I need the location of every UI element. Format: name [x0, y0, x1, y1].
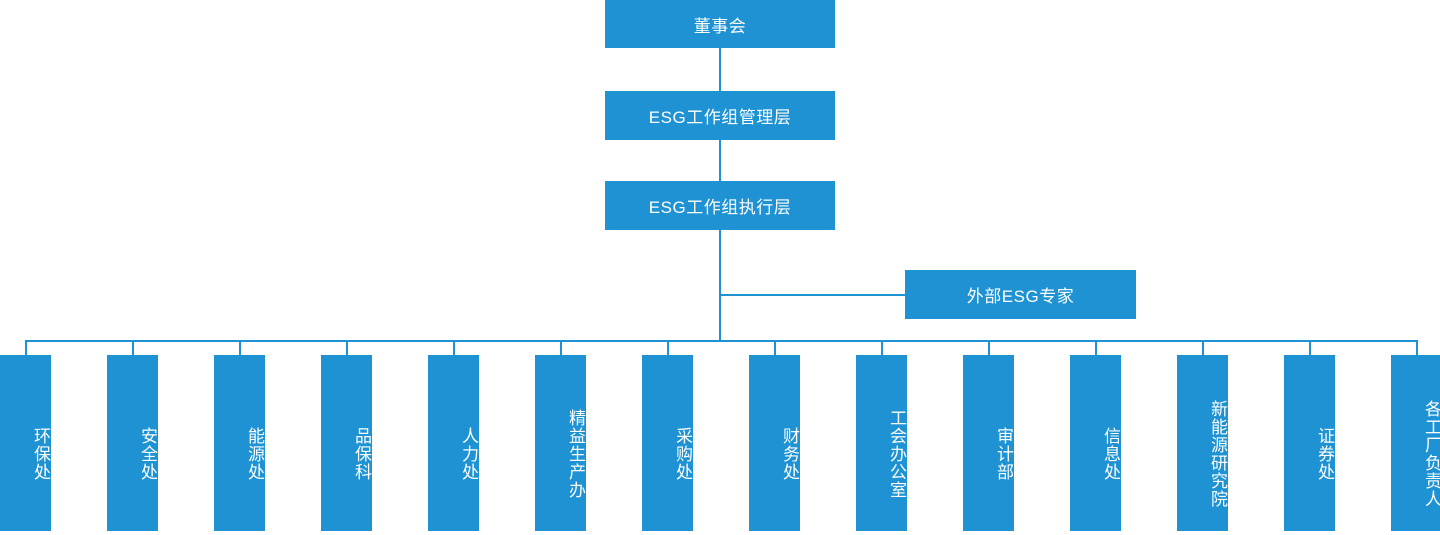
connector-stem-dept-3: [239, 340, 241, 355]
connector-stem-dept-11: [1095, 340, 1097, 355]
node-department-label: 精益生产办: [566, 409, 585, 499]
node-department-label: 各工厂负责人: [1422, 400, 1440, 508]
node-department-label: 证券处: [1315, 427, 1334, 481]
connector-stem-dept-6: [560, 340, 562, 355]
node-department-label: 安全处: [138, 427, 157, 481]
node-board-label: 董事会: [693, 16, 747, 36]
connector-stem-dept-2: [132, 340, 134, 355]
connector-stem-dept-13: [1309, 340, 1311, 355]
node-department-labor-union-office[interactable]: 工会办公室: [856, 355, 907, 531]
node-department-label: 品保科: [352, 427, 371, 481]
node-department-label: 采购处: [673, 427, 692, 481]
node-department-label: 人力处: [459, 427, 478, 481]
node-department-label: 新能源研究院: [1208, 400, 1227, 508]
connector-execution-trunk: [719, 230, 721, 341]
connector-board-to-management: [719, 48, 721, 91]
connector-stem-dept-10: [988, 340, 990, 355]
connector-stem-dept-14: [1416, 340, 1418, 355]
node-department-information[interactable]: 信息处: [1070, 355, 1121, 531]
node-department-label: 工会办公室: [887, 409, 906, 499]
node-department-finance[interactable]: 财务处: [749, 355, 800, 531]
node-esg-management-layer[interactable]: ESG工作组管理层: [605, 91, 835, 140]
connector-management-to-execution: [719, 140, 721, 181]
node-department-label: 环保处: [31, 427, 50, 481]
node-esg-management-label: ESG工作组管理层: [648, 108, 792, 127]
node-department-audit[interactable]: 审计部: [963, 355, 1014, 531]
node-department-label: 信息处: [1101, 427, 1120, 481]
node-department-lean-production-office[interactable]: 精益生产办: [535, 355, 586, 531]
connector-stem-dept-4: [346, 340, 348, 355]
node-department-new-energy-research-institute[interactable]: 新能源研究院: [1177, 355, 1228, 531]
node-esg-execution-label: ESG工作组执行层: [648, 198, 792, 217]
node-department-factory-managers[interactable]: 各工厂负责人: [1391, 355, 1440, 531]
node-external-esg-expert-label: 外部ESG专家: [966, 287, 1075, 306]
connector-stem-dept-9: [881, 340, 883, 355]
node-department-human-resources[interactable]: 人力处: [428, 355, 479, 531]
connector-trunk-to-external-expert: [719, 294, 905, 296]
node-department-environmental-protection[interactable]: 环保处: [0, 355, 51, 531]
connector-stem-dept-12: [1202, 340, 1204, 355]
connector-stem-dept-7: [667, 340, 669, 355]
node-external-esg-expert[interactable]: 外部ESG专家: [905, 270, 1136, 319]
node-department-label: 审计部: [994, 427, 1013, 481]
connector-department-bus: [25, 340, 1416, 342]
node-department-quality-assurance[interactable]: 品保科: [321, 355, 372, 531]
node-esg-execution-layer[interactable]: ESG工作组执行层: [605, 181, 835, 230]
connector-stem-dept-5: [453, 340, 455, 355]
connector-stem-dept-8: [774, 340, 776, 355]
node-department-safety[interactable]: 安全处: [107, 355, 158, 531]
connector-stem-dept-1: [25, 340, 27, 355]
node-department-energy[interactable]: 能源处: [214, 355, 265, 531]
node-department-label: 财务处: [780, 427, 799, 481]
node-department-procurement[interactable]: 采购处: [642, 355, 693, 531]
node-board-of-directors[interactable]: 董事会: [605, 0, 835, 48]
node-department-securities[interactable]: 证券处: [1284, 355, 1335, 531]
node-department-label: 能源处: [245, 427, 264, 481]
